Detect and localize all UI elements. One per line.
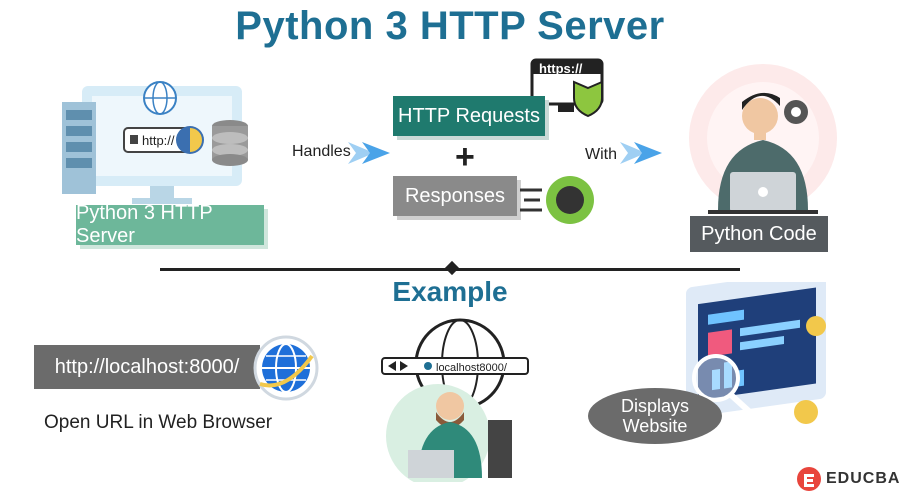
- magnifier-icon: [692, 354, 740, 402]
- handles-text: Handles: [292, 143, 351, 160]
- server-url-text: http://: [142, 133, 175, 148]
- gear-icon: [520, 176, 594, 224]
- educba-logo-icon: [797, 467, 821, 491]
- web-globe-icon: [253, 335, 319, 401]
- displays-website-bubble: Displays Website: [588, 388, 722, 444]
- page-title: Python 3 HTTP Server: [235, 4, 665, 48]
- svg-text:https://: https://: [539, 61, 583, 76]
- arrow-icon: [348, 142, 390, 164]
- lock-icon: [130, 135, 138, 144]
- website-dashboard-illustration: [686, 282, 826, 424]
- address-bar: [381, 357, 529, 375]
- http-requests-box: HTTP Requests: [393, 96, 545, 136]
- displays-line1: Displays: [620, 396, 690, 416]
- educba-logo-text: EDUCBA: [826, 470, 900, 487]
- plus-sign: +: [455, 138, 475, 176]
- example-heading: Example: [392, 276, 508, 307]
- badge-icon: [806, 316, 826, 336]
- database-icon: [212, 120, 248, 166]
- responses-box: Responses: [393, 176, 517, 216]
- browser-user-illustration: localhost8000/: [381, 318, 529, 482]
- developer-illustration: [689, 64, 837, 214]
- localhost-url-box: http://localhost:8000/: [34, 345, 260, 389]
- svg-text:localhost8000/: localhost8000/: [436, 362, 508, 374]
- divider-diamond: [444, 260, 460, 276]
- server-label: Python 3 HTTP Server: [76, 202, 264, 247]
- with-text: With: [585, 146, 617, 163]
- server-illustration: http://: [62, 81, 248, 204]
- python-code-box: Python Code: [690, 216, 828, 252]
- shield-icon: [573, 80, 603, 118]
- laptop-icon: [408, 450, 454, 478]
- arrow-icon: [620, 142, 662, 164]
- coin-icon: [794, 400, 818, 424]
- https-monitor-icon: https://: [530, 58, 604, 118]
- open-url-text: Open URL in Web Browser: [44, 412, 273, 433]
- displays-line2: Website: [622, 416, 688, 436]
